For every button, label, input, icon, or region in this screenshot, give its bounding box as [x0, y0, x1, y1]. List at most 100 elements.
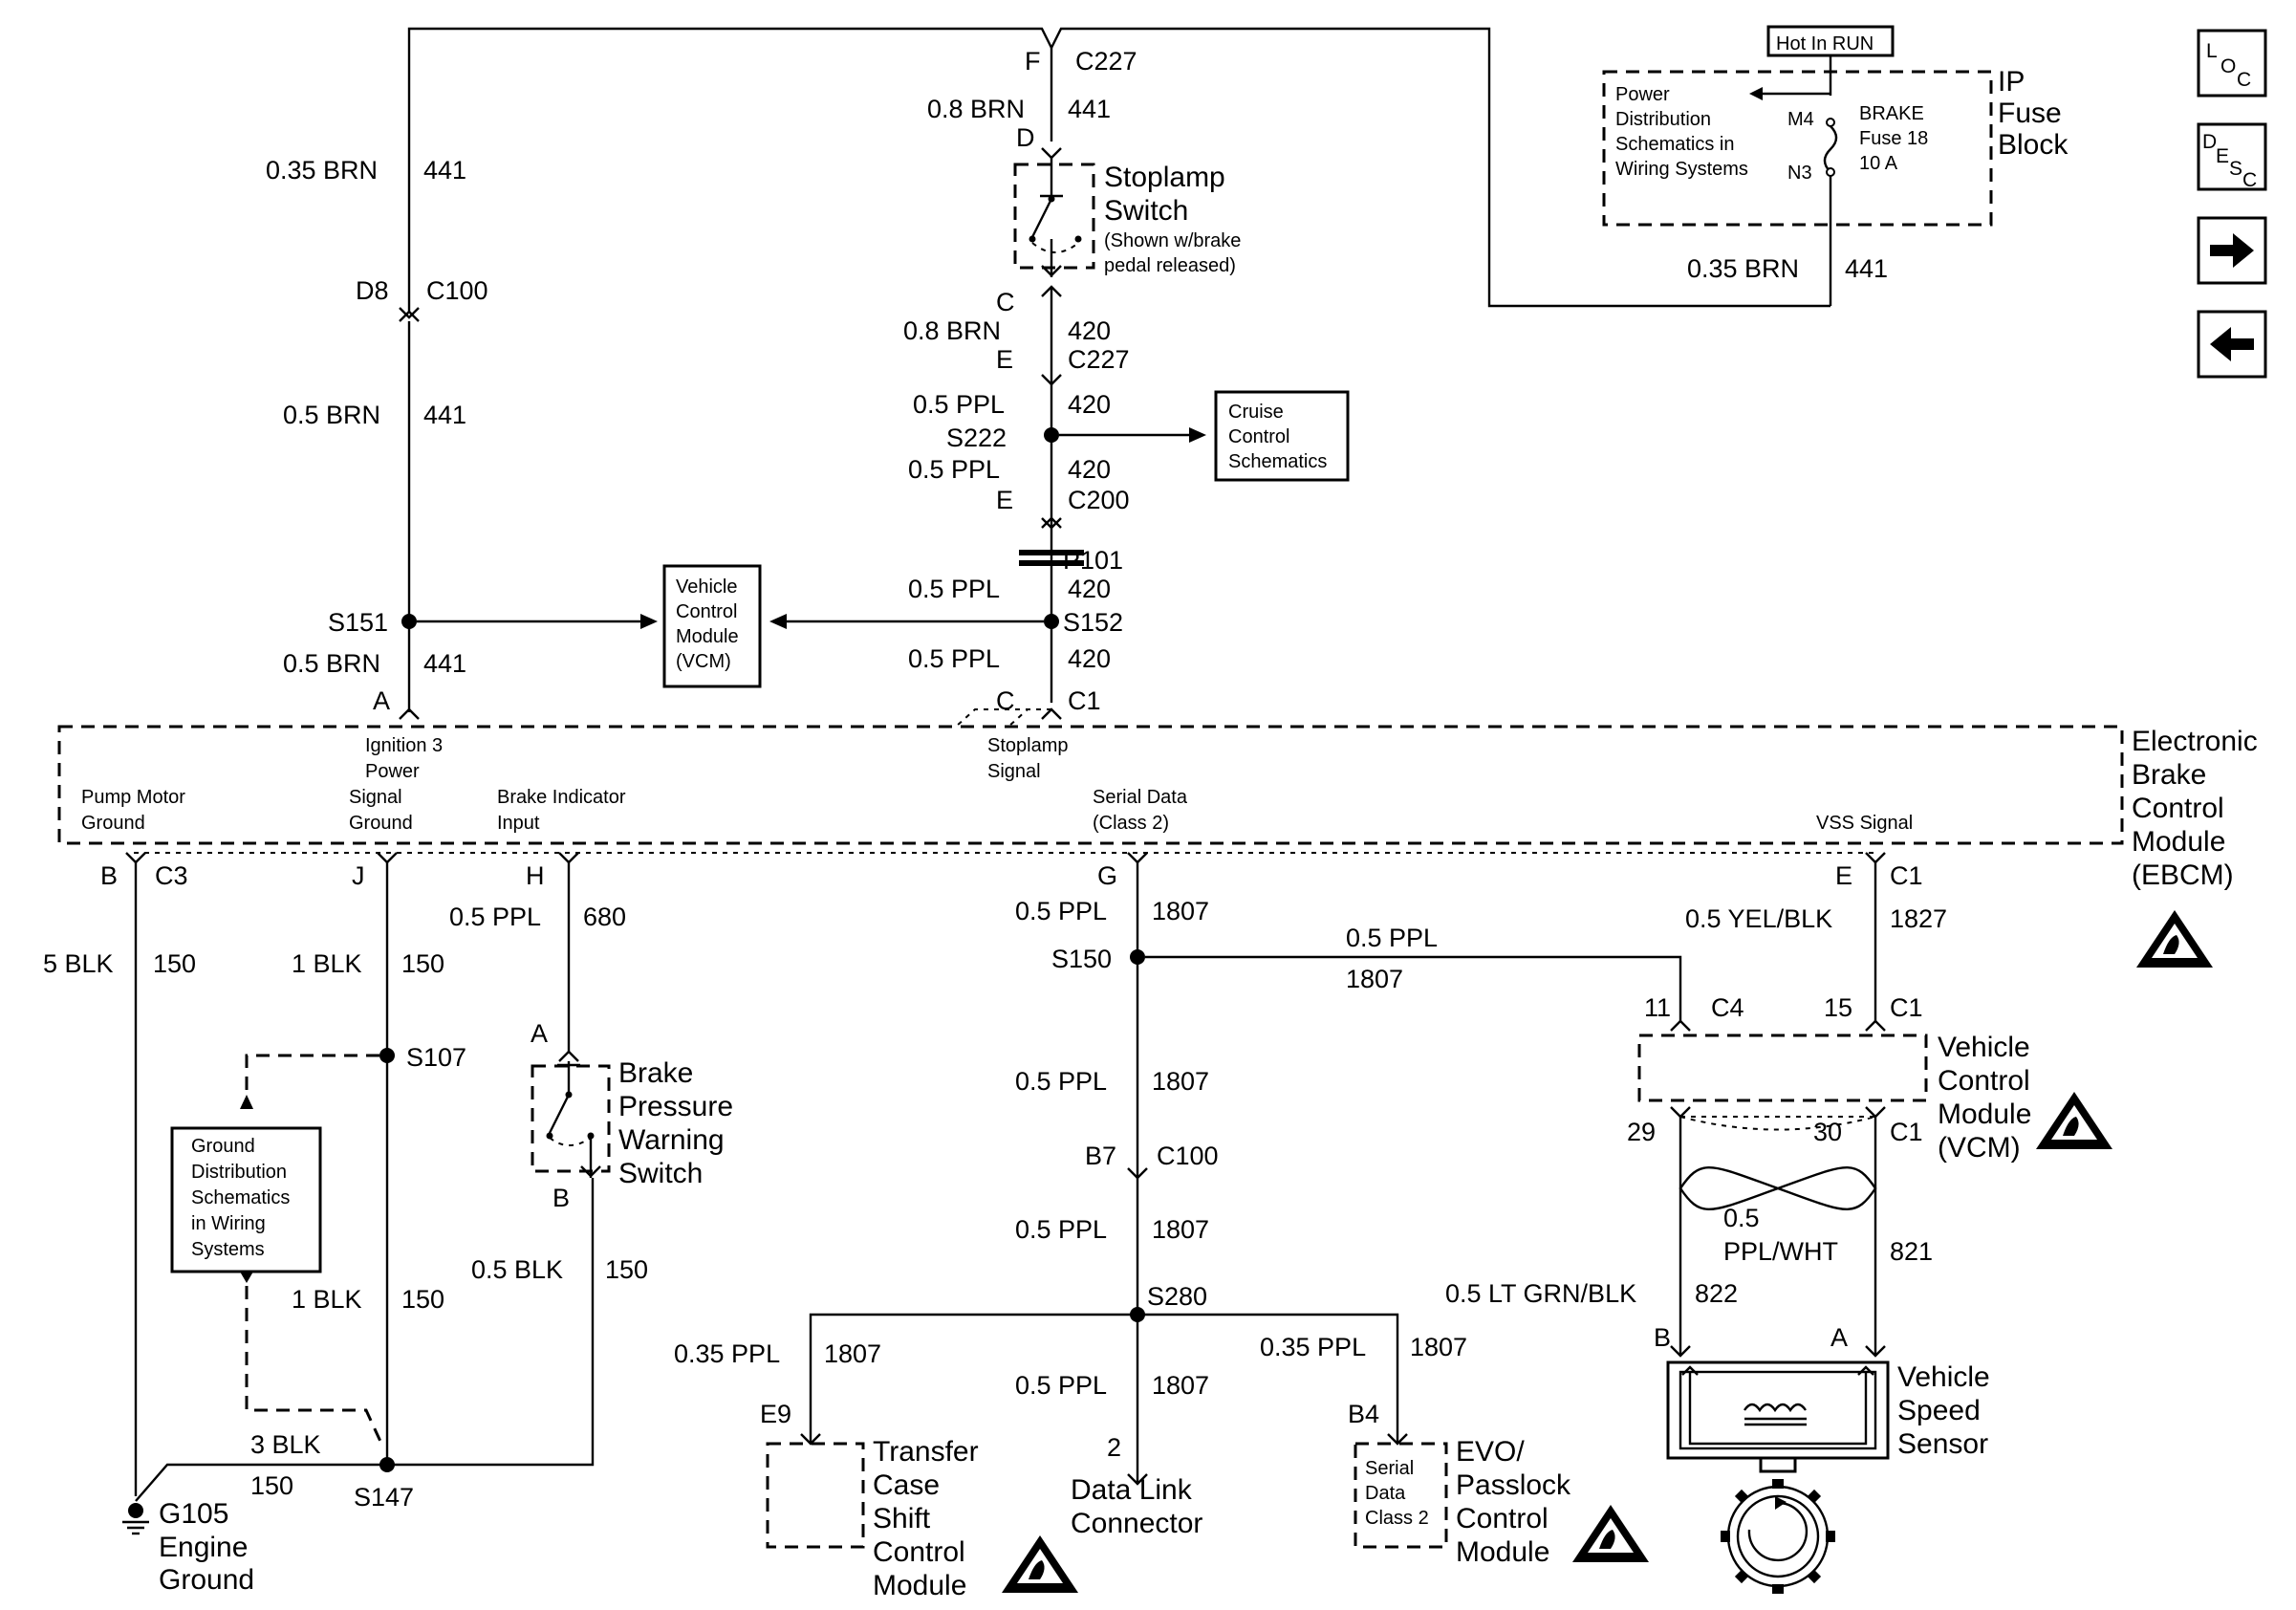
desc-letter-s: S — [2229, 158, 2242, 180]
transfer-case-outline — [766, 1442, 865, 1549]
evo-title-3: Control — [1456, 1503, 1549, 1534]
vcm-top-4: (VCM) — [676, 651, 731, 672]
pin-b4: B4 — [1348, 1400, 1379, 1428]
wire-circuit-bi: 680 — [583, 903, 626, 931]
wire-gauge-stop-2: 0.8 BRN — [903, 316, 1001, 345]
wire-circuit-left-3: 441 — [423, 649, 466, 678]
cruise-control-ref-box[interactable] — [1214, 390, 1350, 482]
pin-e-c227: E — [996, 345, 1013, 374]
dlc-title-1: Data Link — [1071, 1474, 1193, 1506]
splice-s151: S151 — [328, 608, 388, 637]
connector-c1-vss: C1 — [1890, 861, 1923, 890]
wire-gauge-lg: 0.5 LT GRN/BLK — [1445, 1279, 1636, 1308]
wire-gauge-pump: 5 BLK — [43, 949, 114, 978]
bpws-title-4: Switch — [618, 1158, 703, 1189]
fuse-block-title-1: IP — [1998, 66, 2025, 98]
vcm-bottom-title-4: (VCM) — [1938, 1132, 2021, 1164]
ebcm-stop-sig-1: Stoplamp — [987, 735, 1069, 756]
connector-c1-vcm: C1 — [1890, 993, 1923, 1022]
vcm-bottom-title-3: Module — [1938, 1099, 2031, 1130]
tc-title-1: Transfer — [873, 1436, 979, 1468]
wire-441-top-route — [407, 27, 1830, 313]
wire-circuit-sd-1: 1807 — [1152, 897, 1209, 925]
wire-gauge-left-2: 0.5 BRN — [283, 401, 380, 429]
desc-letter-d: D — [2202, 131, 2217, 153]
pin-a-ebcm: A — [373, 686, 390, 715]
splice-s222: S222 — [946, 424, 1007, 452]
wire-gauge-stop-1: 0.8 BRN — [927, 95, 1025, 123]
pin-b-bpws: B — [552, 1184, 570, 1212]
power-ref-line-3: Schematics in — [1615, 134, 1735, 155]
wire-circuit-sd-3: 1807 — [1152, 1215, 1209, 1244]
esd-warning-icon — [2036, 1092, 2112, 1149]
switch-contact-icon — [1030, 198, 1053, 238]
bpws-title-2: Pressure — [618, 1091, 733, 1122]
power-ref-line-1: Power — [1615, 84, 1670, 105]
cruise-ref-2: Control — [1228, 426, 1289, 447]
wire-circuit-evo: 1807 — [1410, 1333, 1467, 1361]
vcm-ref-top[interactable]: Vehicle Control Module (VCM) — [662, 564, 1044, 688]
ground-g105: G105 — [159, 1498, 228, 1530]
next-button[interactable] — [2197, 216, 2267, 285]
evo-inner-2: Data — [1365, 1483, 1406, 1504]
pin-h: H — [526, 861, 545, 890]
loc-letter-c: C — [2237, 69, 2251, 91]
evo-title-2: Passlock — [1456, 1469, 1571, 1501]
connector-c200: C200 — [1068, 486, 1130, 514]
wire-gauge-gnd-2: 1 BLK — [292, 1285, 362, 1314]
arrow-right-icon — [1189, 427, 1206, 443]
ebcm-ign3-3: Signal — [349, 787, 402, 808]
gnd-ref-3: Schematics — [191, 1187, 290, 1208]
desc-button[interactable]: D E S C — [2197, 122, 2267, 191]
connector-c100-top: C100 — [426, 276, 488, 305]
wire-gauge-gnd-1: 1 BLK — [292, 949, 362, 978]
wire-gauge-vss: 0.5 YEL/BLK — [1685, 904, 1832, 933]
wire-gauge-stop-5: 0.5 PPL — [908, 575, 1000, 603]
wire-gauge-left-3: 0.5 BRN — [283, 649, 380, 678]
ebcm-ign3-1: Ignition 3 — [365, 735, 443, 756]
wire-gauge-stop-6: 0.5 PPL — [908, 644, 1000, 673]
prev-button[interactable] — [2197, 310, 2267, 379]
ebcm-ign3-2: Power — [365, 761, 420, 782]
wire-circuit-stop-1: 441 — [1068, 95, 1111, 123]
stoplamp-note-1: (Shown w/brake — [1104, 230, 1241, 251]
coil-icon — [1744, 1403, 1807, 1426]
wire-gauge-stop-4: 0.5 PPL — [908, 455, 1000, 484]
tc-title-4: Control — [873, 1536, 965, 1568]
bpws-outline — [531, 1064, 611, 1173]
tc-title-2: Case — [873, 1469, 940, 1501]
ebcm-serial-2: (Class 2) — [1093, 813, 1169, 834]
connector-c3: C3 — [155, 861, 188, 890]
arrow-right-icon — [640, 614, 658, 629]
fuse-rating: 10 A — [1859, 153, 1898, 174]
wire-gauge-bp: 0.5 BLK — [471, 1255, 563, 1284]
brake-pressure-switch: H 0.5 PPL 680 A Brake Pressure Warning S… — [449, 852, 733, 1284]
ebcm-serial-1: Serial Data — [1093, 787, 1188, 808]
ebcm-title-2: Brake — [2132, 759, 2206, 791]
engine-ground-1: Engine — [159, 1532, 248, 1563]
pin-d: D — [1016, 123, 1035, 152]
wire-gauge-sd-h: 0.5 PPL — [1346, 924, 1438, 952]
evo-title-1: EVO/ — [1456, 1436, 1525, 1468]
fuse-number: Fuse 18 — [1859, 128, 1928, 149]
twisted-pair-icon — [1679, 1166, 1877, 1210]
ip-fuse-block: Hot In RUN IP Fuse Block Power Distribut… — [1602, 25, 2069, 306]
loc-button[interactable]: L O C — [2197, 29, 2267, 98]
pin-e-c200: E — [996, 486, 1013, 514]
hot-in-run-label: Hot In RUN — [1776, 33, 1874, 54]
splice-s280: S280 — [1147, 1282, 1207, 1311]
connector-c227-e: C227 — [1068, 345, 1130, 374]
splice-dot-s107 — [379, 1048, 395, 1063]
cruise-ref-1: Cruise — [1228, 402, 1284, 423]
wire-gauge-sd-3: 0.5 PPL — [1015, 1215, 1107, 1244]
stoplamp-title-2: Switch — [1104, 195, 1188, 227]
pin-b-c3: B — [100, 861, 118, 890]
pin-e-vss: E — [1835, 861, 1852, 890]
gnd-ref-4: in Wiring — [191, 1213, 266, 1234]
pin-g: G — [1097, 861, 1117, 890]
esd-warning-icon — [2136, 910, 2213, 968]
pin-d8: D8 — [356, 276, 389, 305]
switch-contact-icon — [548, 1094, 571, 1134]
vcm-top-1: Vehicle — [676, 577, 738, 598]
